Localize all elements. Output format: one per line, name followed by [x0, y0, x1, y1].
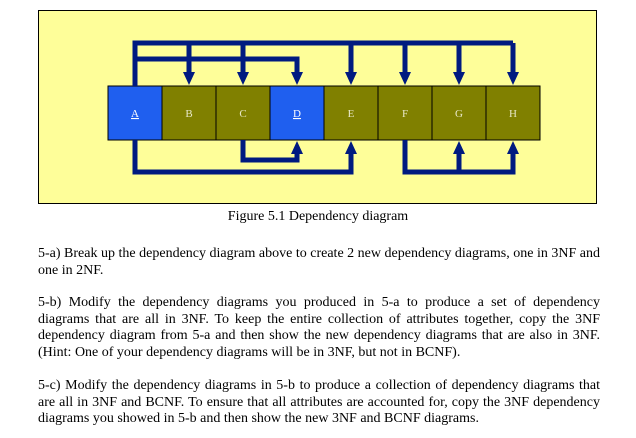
- svg-text:A: A: [131, 108, 139, 120]
- svg-text:E: E: [348, 108, 355, 120]
- svg-text:G: G: [455, 108, 463, 120]
- figure-caption: Figure 5.1 Dependency diagram: [227, 209, 409, 224]
- arrowhead-down-e: [345, 72, 357, 85]
- arrowhead-down-g: [453, 72, 465, 85]
- attribute-box-b: B: [161, 85, 217, 141]
- attribute-box-d: D: [269, 85, 325, 141]
- attribute-box-e: E: [323, 85, 379, 141]
- bottom-line-c-to-d: [240, 140, 300, 163]
- attribute-box-g: G: [431, 85, 487, 141]
- dependency-diagram-figure: A B C D E F G H: [38, 10, 597, 204]
- question-5a: 5-a) Break up the dependency diagram abo…: [38, 246, 600, 278]
- arrowhead-up-d: [291, 141, 303, 154]
- arrowhead-down-f: [399, 72, 411, 85]
- bottom-line-a-to-e: [132, 140, 354, 175]
- question-5b: 5-b) Modify the dependency diagrams you …: [38, 295, 600, 360]
- svg-text:B: B: [185, 108, 192, 120]
- arrowhead-up-g: [453, 141, 465, 154]
- svg-text:D: D: [293, 108, 301, 120]
- attribute-box-a: A: [107, 85, 163, 141]
- attribute-box-c: C: [215, 85, 271, 141]
- svg-text:F: F: [402, 108, 408, 120]
- arrowhead-up-h: [507, 141, 519, 154]
- arrowhead-up-e: [345, 141, 357, 154]
- top-dependency-line: [132, 40, 513, 86]
- arrow-stem-d-top: [135, 56, 300, 74]
- attribute-box-h: H: [485, 85, 541, 141]
- arrowhead-down-c: [237, 72, 249, 85]
- svg-text:H: H: [509, 108, 517, 120]
- question-5c: 5-c) Modify the dependency diagrams in 5…: [38, 378, 600, 426]
- svg-text:C: C: [239, 108, 246, 120]
- arrowhead-down-h: [507, 72, 519, 85]
- arrowhead-down-d: [291, 72, 303, 85]
- arrowhead-down-b: [183, 72, 195, 85]
- dependency-diagram: A B C D E F G H: [107, 40, 541, 175]
- attribute-box-f: F: [377, 85, 433, 141]
